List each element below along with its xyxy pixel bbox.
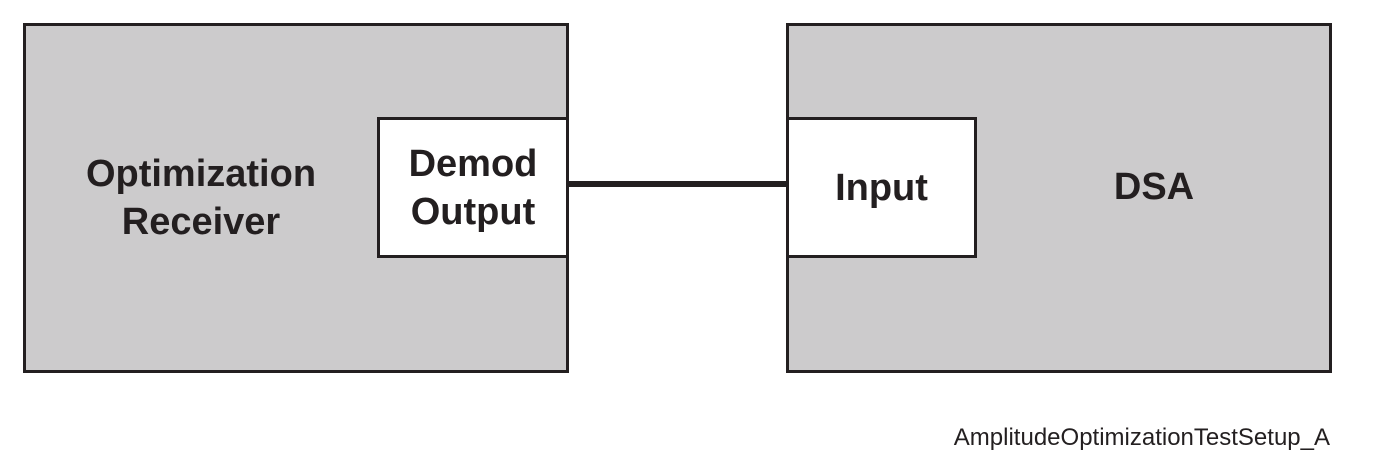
demod-output-line2: Output — [410, 190, 536, 233]
input-port-label: Input — [835, 166, 928, 209]
figure-caption: AmplitudeOptimizationTestSetup_A — [953, 424, 1330, 451]
input-port: Input — [786, 117, 977, 258]
dsa-label: DSA — [979, 26, 1329, 348]
receiver-title-line2: Receiver — [121, 201, 281, 243]
optimization-receiver-label: Optimization Receiver — [26, 26, 376, 370]
demod-output-line1: Demod — [408, 142, 538, 185]
connection-cable — [569, 181, 787, 187]
dsa-title: DSA — [1113, 166, 1195, 208]
receiver-title-line1: Optimization — [85, 153, 317, 195]
demod-output-port: Demod Output — [377, 117, 569, 258]
dsa-block: DSA — [786, 23, 1332, 373]
